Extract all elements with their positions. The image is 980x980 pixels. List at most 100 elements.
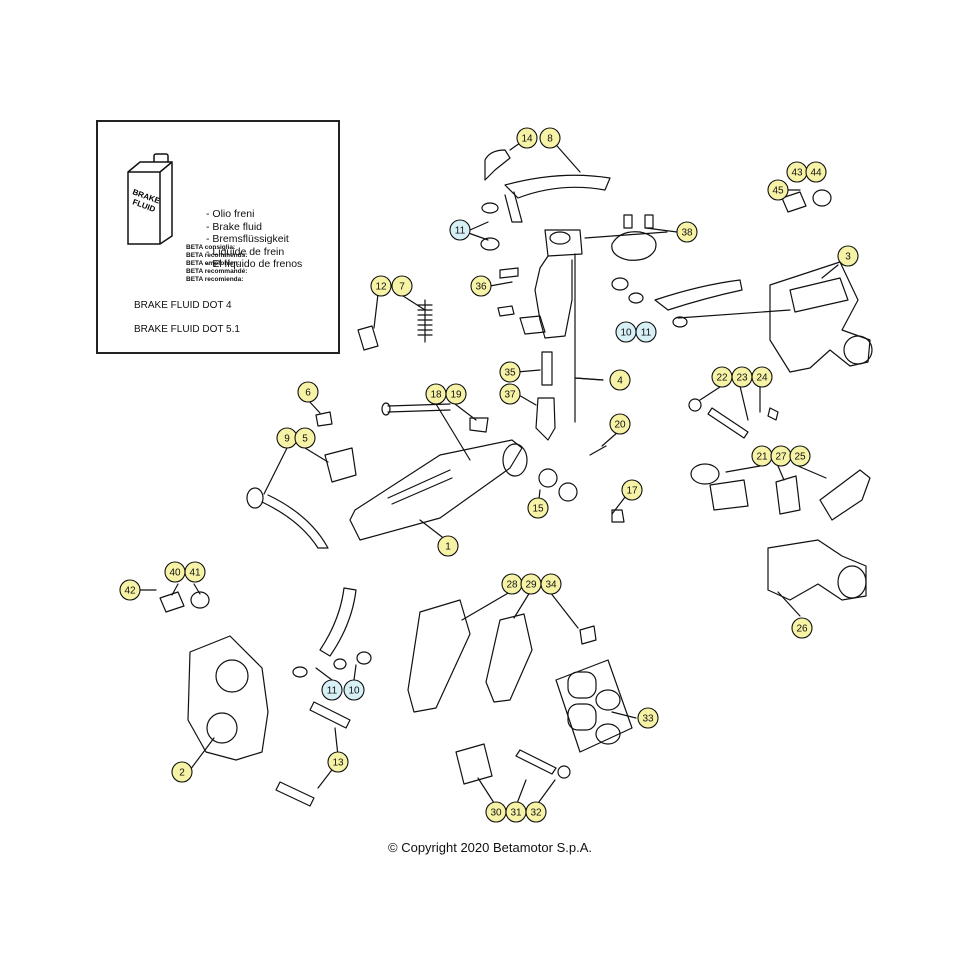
callout-number: 27	[775, 452, 787, 463]
callout-circle	[297, 381, 319, 403]
callout-42: 42	[119, 579, 141, 601]
callout-circle	[516, 127, 538, 149]
fluid-name-0: - Olio freni	[206, 208, 255, 220]
callout-number: 11	[327, 686, 338, 697]
callout-number: 28	[506, 580, 518, 591]
callout-number: 18	[430, 390, 442, 401]
callout-8: 8	[539, 127, 561, 149]
callout-23: 23	[731, 366, 753, 388]
callout-circle	[294, 427, 316, 449]
callout-circle	[635, 321, 657, 343]
callout-circle	[637, 707, 659, 729]
callout-number: 40	[169, 568, 181, 579]
callout-36: 36	[470, 275, 492, 297]
recommend-line-2: BETA empfohlen:	[186, 260, 240, 267]
callout-11: 11	[635, 321, 657, 343]
rear-caliper	[611, 261, 873, 373]
leader-lines	[139, 137, 839, 807]
callout-number: 4	[617, 376, 623, 387]
pivot-bracket	[315, 411, 625, 523]
callout-13: 13	[327, 751, 349, 773]
callout-20: 20	[609, 413, 631, 435]
callout-number: 11	[455, 226, 466, 237]
callout-circle	[805, 161, 827, 183]
callout-circle	[184, 561, 206, 583]
spring-and-clip	[357, 299, 433, 351]
callout-number: 22	[716, 373, 728, 384]
front-brake-hose	[292, 587, 372, 678]
callout-number: 11	[641, 328, 652, 339]
fluid-name-2: - Bremsflüssigkeit	[206, 233, 289, 245]
callout-circle	[609, 413, 631, 435]
callout-number: 10	[348, 686, 360, 697]
callout-number: 45	[772, 186, 784, 197]
callout-5: 5	[294, 427, 316, 449]
callout-35: 35	[499, 361, 521, 383]
callout-38: 38	[676, 221, 698, 243]
bleed-screws-bottom	[159, 591, 210, 613]
callout-40: 40	[164, 561, 186, 583]
callout-circle	[445, 383, 467, 405]
callout-number: 44	[810, 168, 822, 179]
callout-number: 6	[305, 388, 311, 399]
brake-fluid-legend: BRAKE FLUID - Olio freni- Brake fluid- B…	[96, 120, 340, 354]
callout-9: 9	[276, 427, 298, 449]
fluid-name-list: - Olio freni- Brake fluid- Bremsflüssigk…	[206, 208, 302, 271]
master-cylinder	[480, 149, 611, 441]
callout-number: 12	[375, 282, 387, 293]
callout-circle	[767, 179, 789, 201]
recommend-line-0: BETA consiglia:	[186, 244, 236, 251]
callout-45: 45	[767, 179, 789, 201]
callout-19: 19	[445, 383, 467, 405]
copyright-notice: © Copyright 2020 Betamotor S.p.A.	[388, 840, 592, 855]
reservoir-cap	[611, 214, 657, 261]
callout-circle	[321, 679, 343, 701]
callout-number: 34	[545, 580, 557, 591]
callout-37: 37	[499, 383, 521, 405]
callout-circle	[676, 221, 698, 243]
callout-10: 10	[343, 679, 365, 701]
callout-number: 15	[532, 504, 544, 515]
callout-18: 18	[425, 383, 447, 405]
callout-number: 25	[794, 452, 806, 463]
callout-circle	[119, 579, 141, 601]
caliper-bracket	[767, 539, 867, 601]
callout-number: 29	[525, 580, 537, 591]
callout-30: 30	[485, 801, 507, 823]
callout-number: 33	[642, 714, 654, 725]
callout-11: 11	[449, 219, 471, 241]
callout-circle	[525, 801, 547, 823]
dot51-label: BRAKE FLUID DOT 5.1	[134, 324, 240, 335]
callout-circle	[837, 245, 859, 267]
callout-circle	[621, 479, 643, 501]
callout-number: 2	[179, 768, 185, 779]
rear-pistons	[690, 463, 749, 511]
rear-pads	[775, 469, 871, 521]
callout-number: 13	[332, 758, 344, 769]
front-caliper	[187, 635, 351, 807]
callout-number: 26	[796, 624, 808, 635]
callout-11: 11	[321, 679, 343, 701]
callout-10: 10	[615, 321, 637, 343]
callout-number: 10	[620, 328, 632, 339]
callout-4: 4	[609, 369, 631, 391]
fluid-name-1: - Brake fluid	[206, 220, 263, 233]
brake-pedal	[349, 402, 607, 541]
callout-circle	[370, 275, 392, 297]
callout-circle	[539, 127, 561, 149]
callout-number: 19	[450, 390, 462, 401]
callout-number: 3	[845, 252, 851, 263]
callout-27: 27	[770, 445, 792, 467]
recommend-line-3: BETA recommandé:	[186, 268, 248, 275]
callout-number: 21	[756, 452, 768, 463]
callout-number: 30	[490, 808, 502, 819]
callout-29: 29	[520, 573, 542, 595]
callout-2: 2	[171, 761, 193, 783]
callout-number: 7	[399, 282, 405, 293]
callout-circle	[499, 383, 521, 405]
callout-1: 1	[437, 535, 459, 557]
callout-circle	[540, 573, 562, 595]
callout-circle	[449, 219, 471, 241]
callout-21: 21	[751, 445, 773, 467]
